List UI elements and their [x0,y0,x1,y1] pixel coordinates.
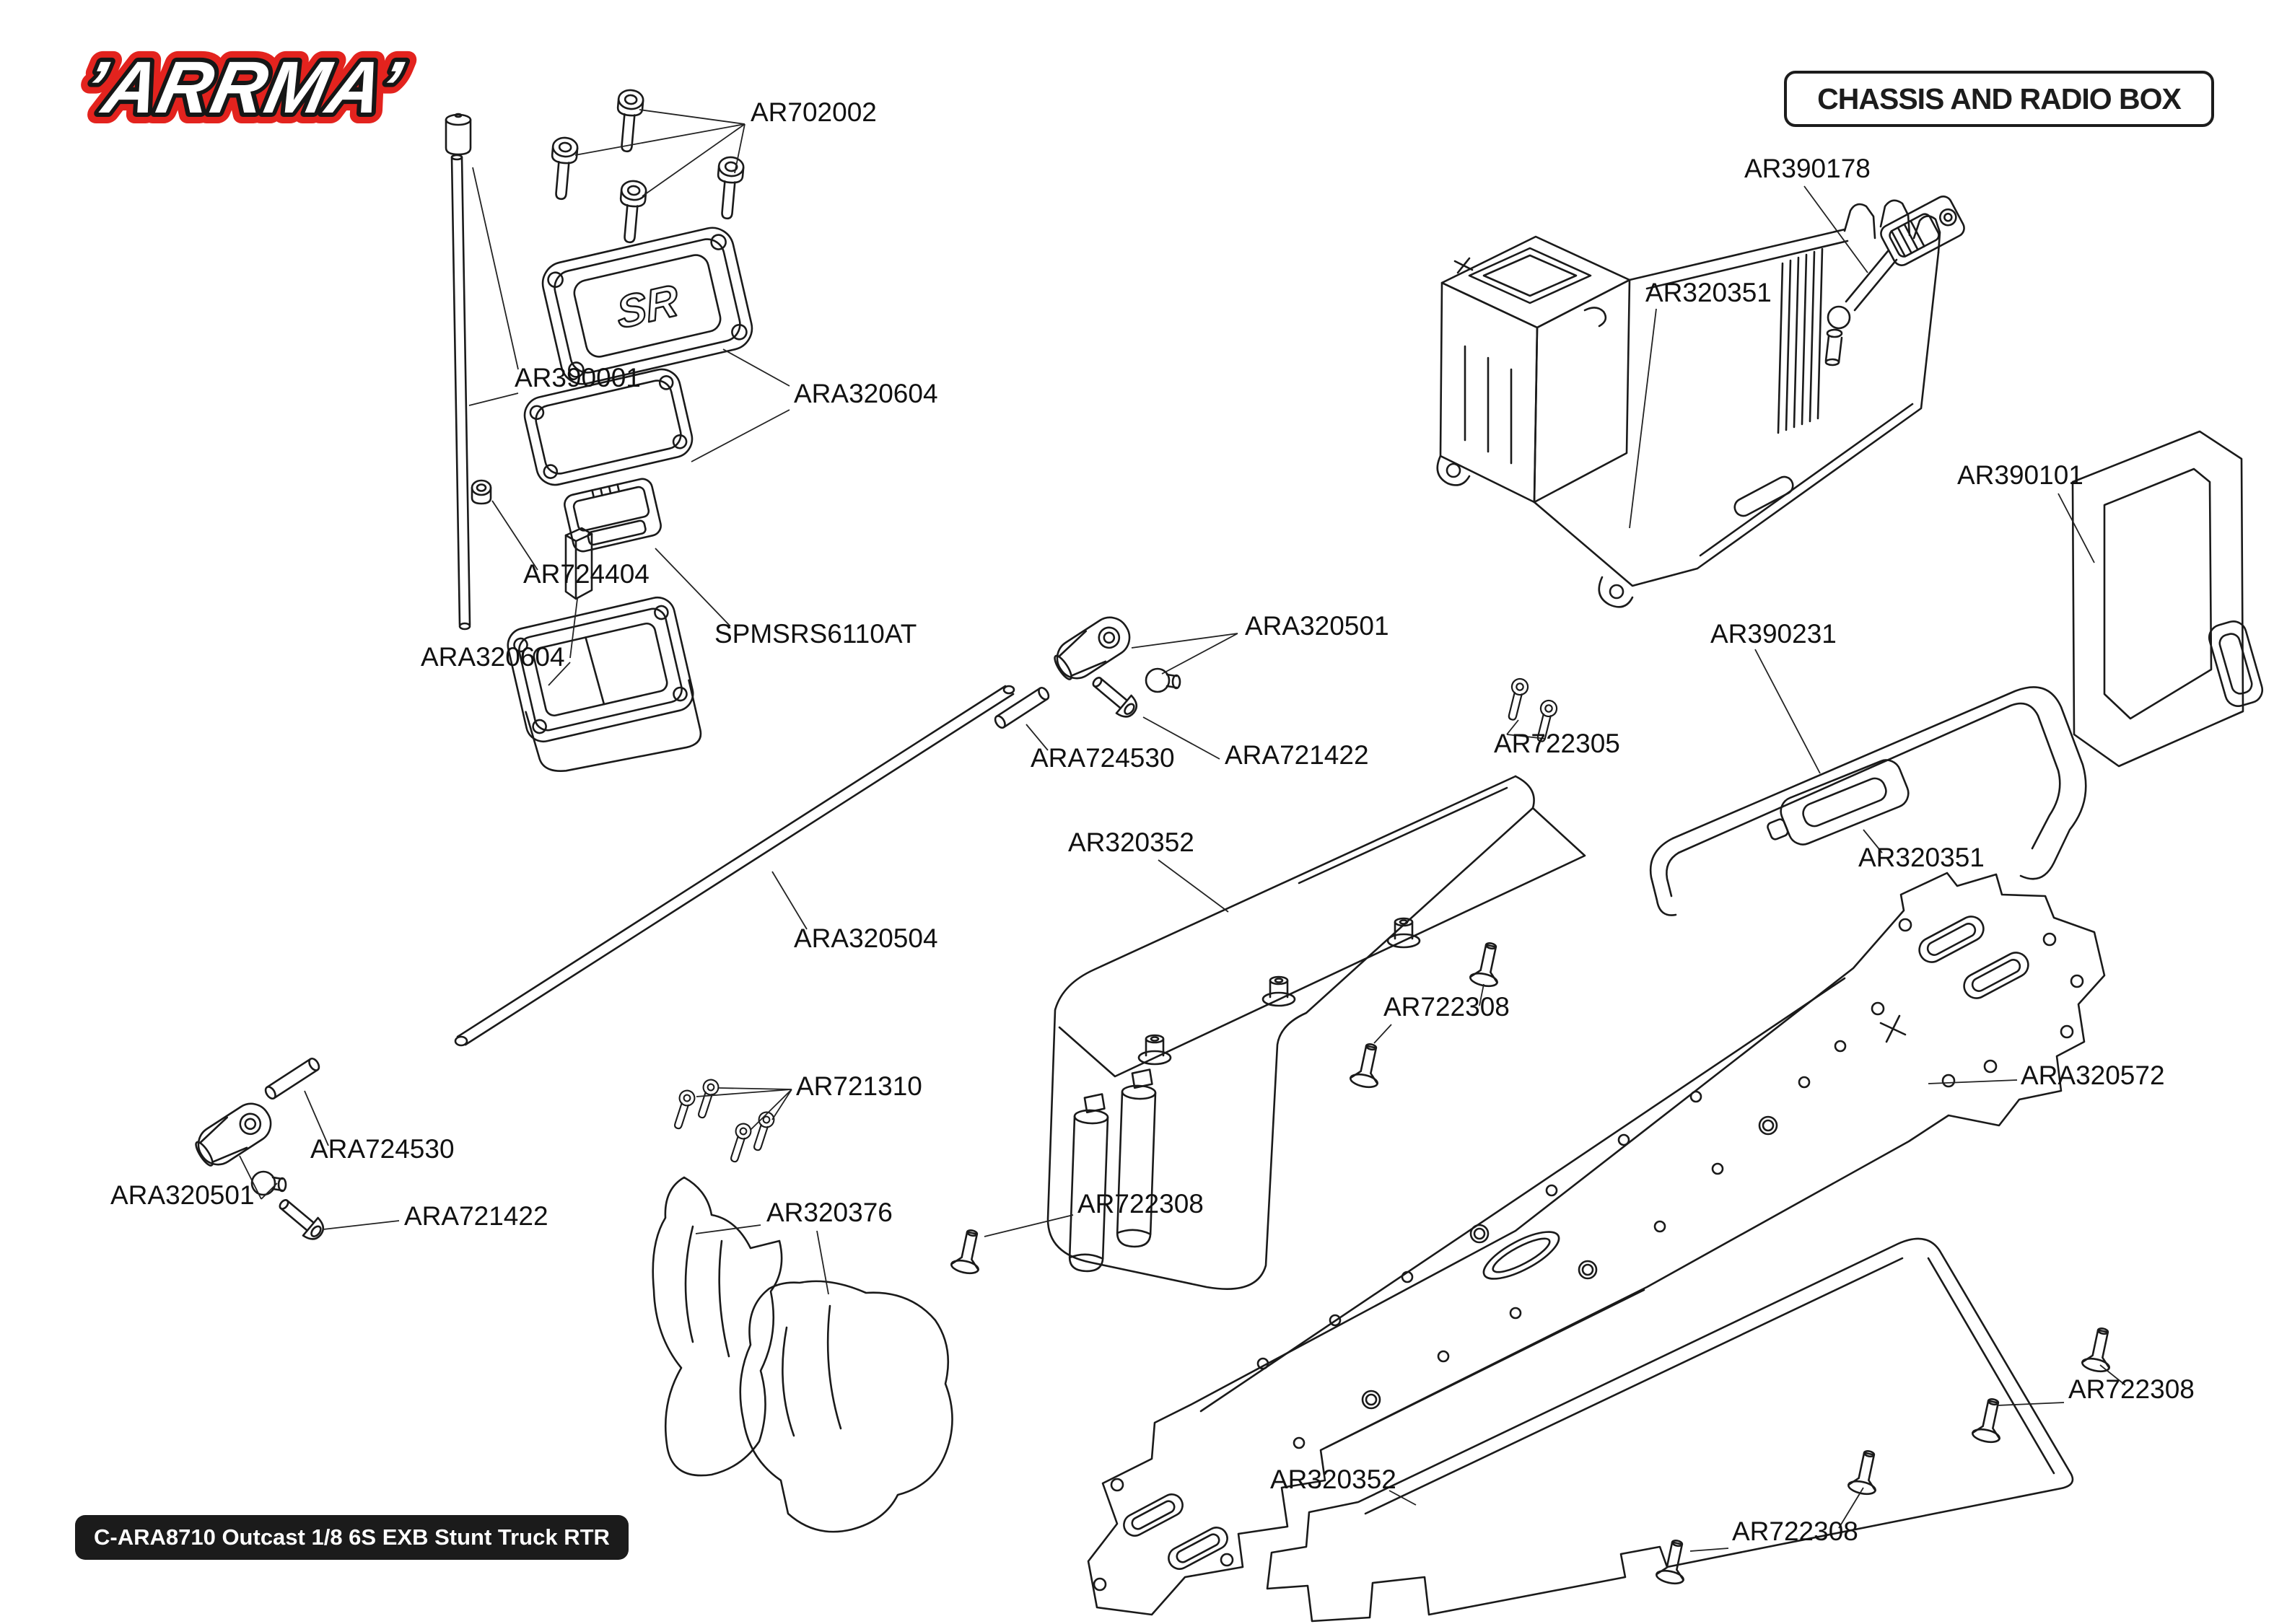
arrma-logo-text: ’ARRMA’ [76,46,409,128]
part-label-AR390001: AR390001 [515,363,641,392]
antenna-tube-icon [445,113,472,631]
radio-box-assembly: SR [445,88,753,772]
pin-icon [992,685,1052,731]
part-label-AR721310: AR721310 [796,1071,922,1101]
part-label-AR320351-clip: AR320351 [1858,843,1985,872]
sheet-title-text: CHASSIS AND RADIO BOX [1817,82,2182,115]
model-code-text: C-ARA8710 Outcast 1/8 6S EXB Stunt Truck… [94,1524,610,1550]
nut-icon [471,479,492,505]
part-label-AR390178: AR390178 [1744,154,1871,183]
antenna-mount-icon [1824,196,1965,367]
rod-end-icon [1048,609,1138,688]
radio-box-gasket-icon [523,368,694,486]
part-label-AR390231: AR390231 [1710,619,1837,649]
pin-icon [262,1055,323,1102]
mud-guards-icon [652,1176,953,1533]
esc-box-icon [1439,235,1631,504]
link-screw-icon [273,1192,329,1245]
servo-linkage-lower [189,1055,329,1245]
part-label-AR320352-lower: AR320352 [1270,1465,1396,1494]
part-labels: AR702002 AR390178 AR320351 AR390101 AR39… [110,97,2195,1546]
part-label-AR702002: AR702002 [751,97,877,127]
battery-door-icon [2071,430,2264,768]
part-label-AR320376: AR320376 [766,1198,893,1227]
rod-end-icon [189,1095,279,1174]
part-label-ARA320604-box: ARA320604 [421,642,565,672]
part-label-ARA320572: ARA320572 [2021,1061,2165,1090]
part-label-AR320352-upper: AR320352 [1068,828,1194,857]
chassis-screws-icon [949,939,2118,1587]
part-label-ARA721422-upper: ARA721422 [1225,740,1369,770]
radio-tray-icon [1436,199,1941,608]
side-guard-upper-icon [1046,775,1586,1290]
part-label-AR722308-a: AR722308 [1383,992,1510,1022]
part-label-SPMSRS6110AT: SPMSRS6110AT [714,619,917,649]
battery-strap-icon [1649,686,2087,916]
foam-block-icon [564,527,593,600]
part-label-ARA320604-cover: ARA320604 [794,379,938,408]
part-label-ARA721422-lower: ARA721422 [404,1201,548,1231]
radio-tray-assembly [1436,196,2264,916]
part-label-ARA724530-upper: ARA724530 [1031,743,1175,773]
part-label-ARA320501-lower: ARA320501 [110,1180,255,1210]
cap-screw-icon [547,88,745,245]
part-label-ARA320501-upper: ARA320501 [1245,611,1389,641]
part-label-AR722308-b: AR722308 [1077,1189,1204,1219]
part-label-AR722308-c: AR722308 [2068,1374,2195,1404]
servo-linkage-upper [454,609,1181,1047]
pivot-ball-icon [1145,667,1181,693]
arrma-logo: ’ARRMA’ ’ARRMA’ ’ARRMA’ [65,35,420,139]
chassis-plate-icon [1087,872,2106,1616]
part-label-AR722305: AR722305 [1494,729,1620,758]
part-label-AR722308-d: AR722308 [1732,1517,1858,1546]
part-label-ARA320504: ARA320504 [794,923,938,953]
arrma-logo-outline: ’ARRMA’ [76,46,409,128]
sr-cover-logo: SR [614,276,681,339]
strap-clip-icon [1767,759,1910,846]
part-label-AR390101: AR390101 [1957,460,2083,490]
part-label-ARA724530-lower: ARA724530 [310,1134,455,1164]
radio-box-bottom-icon [507,596,702,772]
link-screw-icon [1086,670,1142,723]
linkage-rod-icon [454,685,1015,1047]
sheet-title: CHASSIS AND RADIO BOX [1784,71,2214,127]
receiver-icon [564,478,662,553]
part-label-AR724404: AR724404 [523,559,650,589]
arrma-logo-halo: ’ARRMA’ [76,46,409,128]
part-label-AR320351-tray: AR320351 [1645,278,1772,307]
model-code-badge: C-ARA8710 Outcast 1/8 6S EXB Stunt Truck… [75,1515,629,1560]
side-guard-lower-icon [1266,1237,2074,1623]
leader-lines [239,109,2126,1552]
